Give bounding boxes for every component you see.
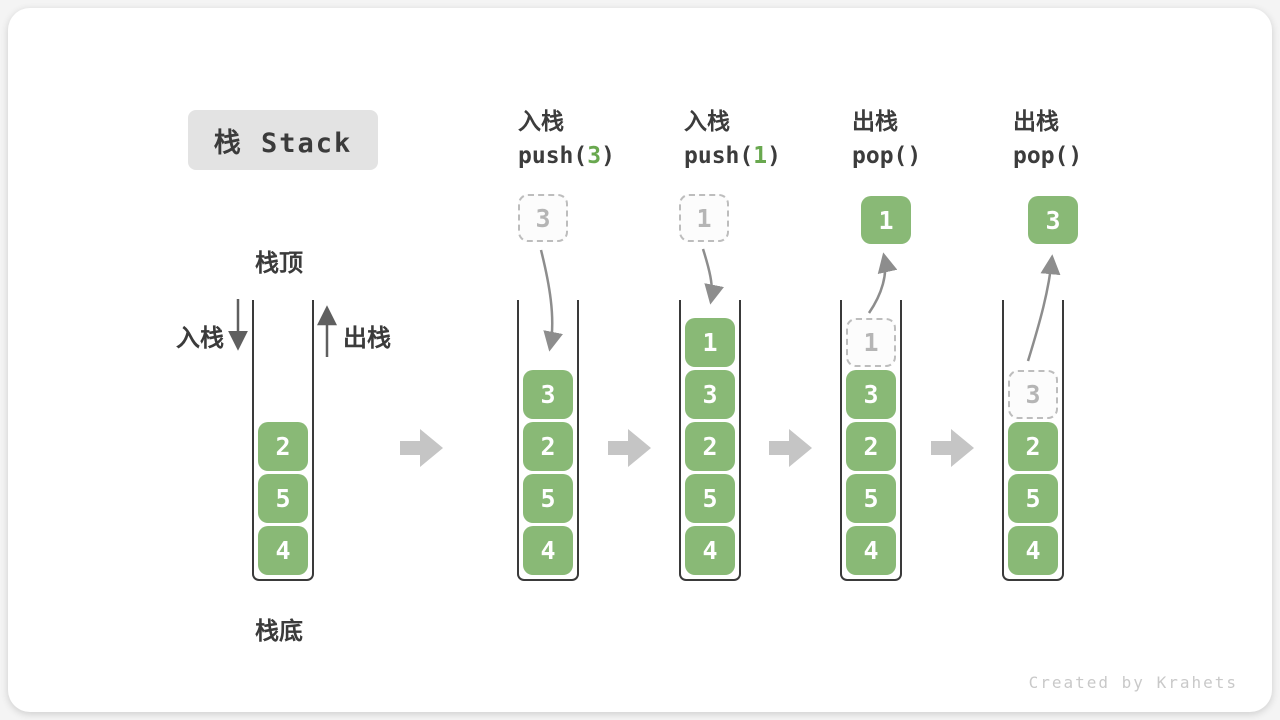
cell-value: 4: [702, 536, 718, 565]
op-zh-label: 入栈: [684, 108, 730, 134]
floating-ghost-cell: 3: [518, 194, 568, 242]
stack-cell: 4: [846, 526, 896, 575]
cell-value: 3: [535, 203, 551, 233]
stack-cell: 4: [258, 526, 308, 575]
stack-cell: 1: [685, 318, 735, 367]
op-label-pop-2: 出栈 pop(): [1013, 104, 1082, 174]
code-pre: pop(: [852, 143, 908, 169]
floating-popped-cell: 1: [861, 196, 911, 244]
watermark-credit: Created by Krahets: [1028, 673, 1238, 692]
op-label-push-1: 入栈 push(1): [684, 104, 781, 174]
push-side-label: 入栈: [176, 325, 224, 352]
stack-cell: 2: [1008, 422, 1058, 471]
op-label-pop-1: 出栈 pop(): [852, 104, 921, 174]
diagram-title-text: 栈 Stack: [213, 127, 353, 159]
stack-cell: 2: [523, 422, 573, 471]
stack-cell: 5: [1008, 474, 1058, 523]
code-post: ): [601, 143, 615, 169]
code-pre: push(: [684, 143, 754, 169]
cell-value: 2: [863, 432, 879, 461]
code-post: ): [1068, 143, 1083, 169]
floating-popped-cell: 3: [1028, 196, 1078, 244]
cell-value: 4: [540, 536, 556, 565]
stack-cell: 4: [523, 526, 573, 575]
code-post: ): [907, 143, 922, 169]
stack-ghost-cell: 1: [846, 318, 896, 367]
stack-cell: 2: [258, 422, 308, 471]
cell-value: 5: [1025, 484, 1041, 513]
op-code-label: pop(): [852, 138, 921, 174]
op-zh-label: 出栈: [852, 108, 898, 134]
stack-bottom-label: 栈底: [255, 618, 303, 645]
stack-cell: 5: [685, 474, 735, 523]
stack-cell: 3: [685, 370, 735, 419]
diagram-title: 栈 Stack: [188, 110, 378, 170]
stack-cell: 3: [846, 370, 896, 419]
stack-cell: 5: [258, 474, 308, 523]
cell-value: 1: [696, 203, 712, 233]
cell-value: 4: [1025, 536, 1041, 565]
cell-value: 2: [702, 432, 718, 461]
cell-value: 5: [540, 484, 556, 513]
cell-value: 2: [540, 432, 556, 461]
floating-ghost-cell: 1: [679, 194, 729, 242]
op-label-push-3: 入栈 push(3): [518, 104, 615, 174]
op-code-label: push(3): [518, 138, 615, 174]
op-zh-label: 入栈: [518, 108, 564, 134]
stack-cell: 2: [846, 422, 896, 471]
op-zh-label: 出栈: [1013, 108, 1059, 134]
cell-value: 1: [863, 328, 879, 357]
cell-value: 5: [702, 484, 718, 513]
stack-cell: 5: [523, 474, 573, 523]
op-code-label: push(1): [684, 138, 781, 174]
cell-value: 2: [1025, 432, 1041, 461]
cell-value: 4: [863, 536, 879, 565]
stack-ghost-cell: 3: [1008, 370, 1058, 419]
stack-cell: 4: [685, 526, 735, 575]
pop-side-label: 出栈: [343, 325, 391, 352]
cell-value: 1: [878, 205, 894, 235]
code-pre: pop(: [1013, 143, 1069, 169]
code-arg: 1: [753, 143, 768, 169]
cell-value: 3: [1025, 380, 1041, 409]
op-code-label: pop(): [1013, 138, 1082, 174]
stack-cell: 2: [685, 422, 735, 471]
stack-cell: 4: [1008, 526, 1058, 575]
code-pre: push(: [518, 143, 588, 169]
cell-value: 5: [275, 484, 291, 513]
stack-cell: 3: [523, 370, 573, 419]
cell-value: 1: [702, 328, 718, 357]
cell-value: 3: [1045, 205, 1061, 235]
cell-value: 5: [863, 484, 879, 513]
stack-cell: 5: [846, 474, 896, 523]
cell-value: 3: [863, 380, 879, 409]
cell-value: 3: [540, 380, 556, 409]
code-post: ): [767, 143, 781, 169]
cell-value: 3: [702, 380, 718, 409]
cell-value: 4: [275, 536, 291, 565]
code-arg: 3: [587, 143, 602, 169]
stack-top-label: 栈顶: [255, 250, 303, 277]
cell-value: 2: [275, 432, 291, 461]
